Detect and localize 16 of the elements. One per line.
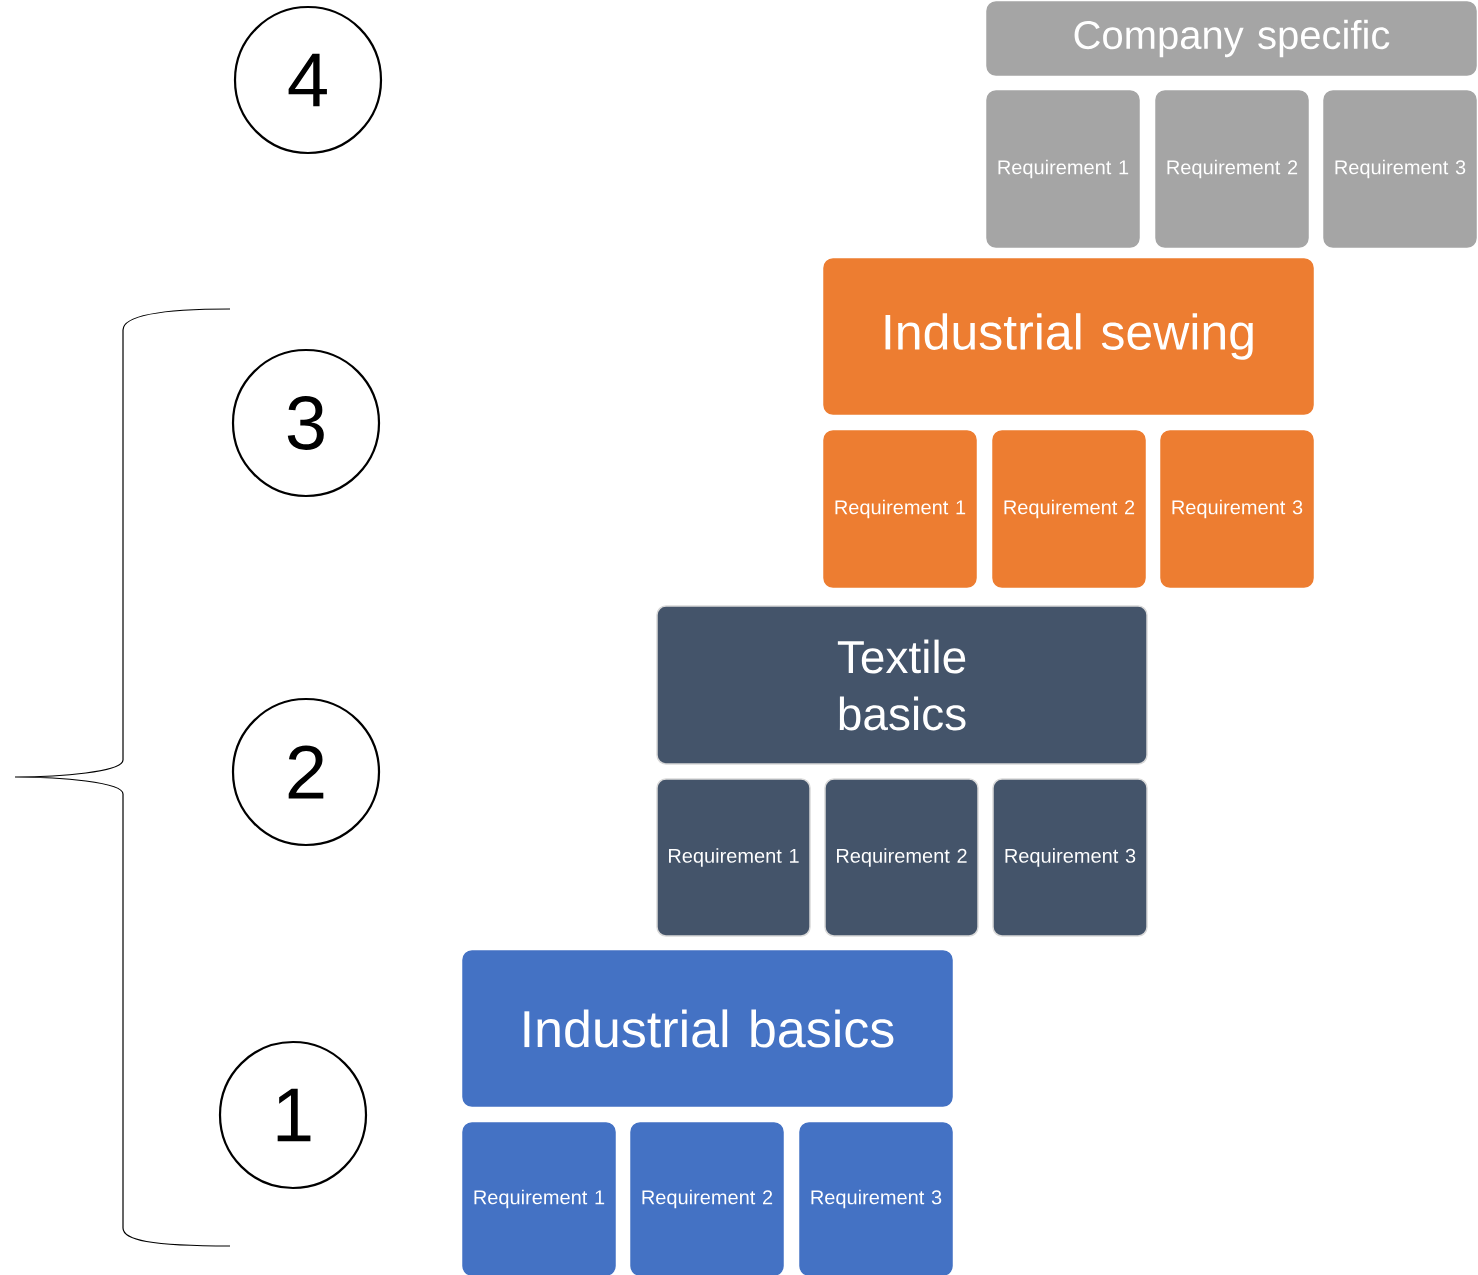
level-box: Textile basics xyxy=(656,605,1148,765)
level-box: Industrial basics xyxy=(462,950,953,1107)
requirement-box: Requirement 2 xyxy=(824,778,979,937)
level-box: Industrial sewing xyxy=(823,258,1314,415)
level-box: Company specific xyxy=(986,1,1477,76)
requirement-box: Requirement 1 xyxy=(986,90,1140,248)
requirement-box: Requirement 2 xyxy=(992,430,1146,588)
requirement-box: Requirement 3 xyxy=(1160,430,1314,588)
requirement-box: Requirement 1 xyxy=(823,430,977,588)
requirement-box: Requirement 1 xyxy=(656,778,811,937)
requirement-box: Requirement 3 xyxy=(1323,90,1477,248)
requirement-box: Requirement 3 xyxy=(992,778,1148,937)
requirement-box: Requirement 2 xyxy=(1155,90,1309,248)
requirement-box: Requirement 3 xyxy=(799,1122,953,1275)
requirement-box: Requirement 2 xyxy=(630,1122,784,1275)
requirement-box: Requirement 1 xyxy=(462,1122,616,1275)
